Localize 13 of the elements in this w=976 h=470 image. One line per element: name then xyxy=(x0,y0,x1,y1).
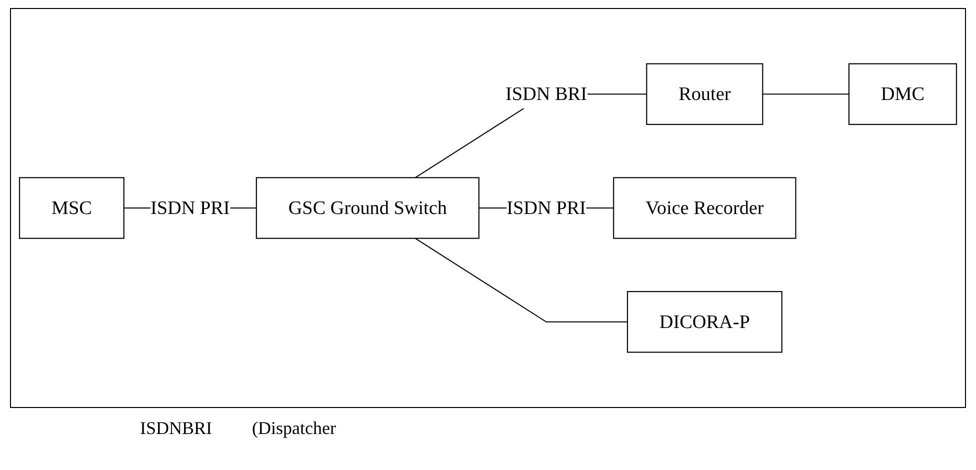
note-text: (Dispatcher xyxy=(252,418,336,439)
edge-label: ISDN PRI xyxy=(150,196,230,218)
node-box: DMC xyxy=(848,63,958,125)
node-box: Voice Recorder xyxy=(613,177,796,239)
node-box: GSC Ground Switch xyxy=(256,177,480,239)
connector xyxy=(414,238,628,322)
note-text: ISDNBRI xyxy=(140,418,212,439)
edge-label: ISDN BRI xyxy=(506,82,587,104)
node-box: Router xyxy=(646,63,764,125)
node-box: MSC xyxy=(18,177,124,239)
node-box: DICORA-P xyxy=(626,291,782,353)
edge-label: ISDN PRI xyxy=(506,196,586,218)
connector xyxy=(762,94,849,95)
